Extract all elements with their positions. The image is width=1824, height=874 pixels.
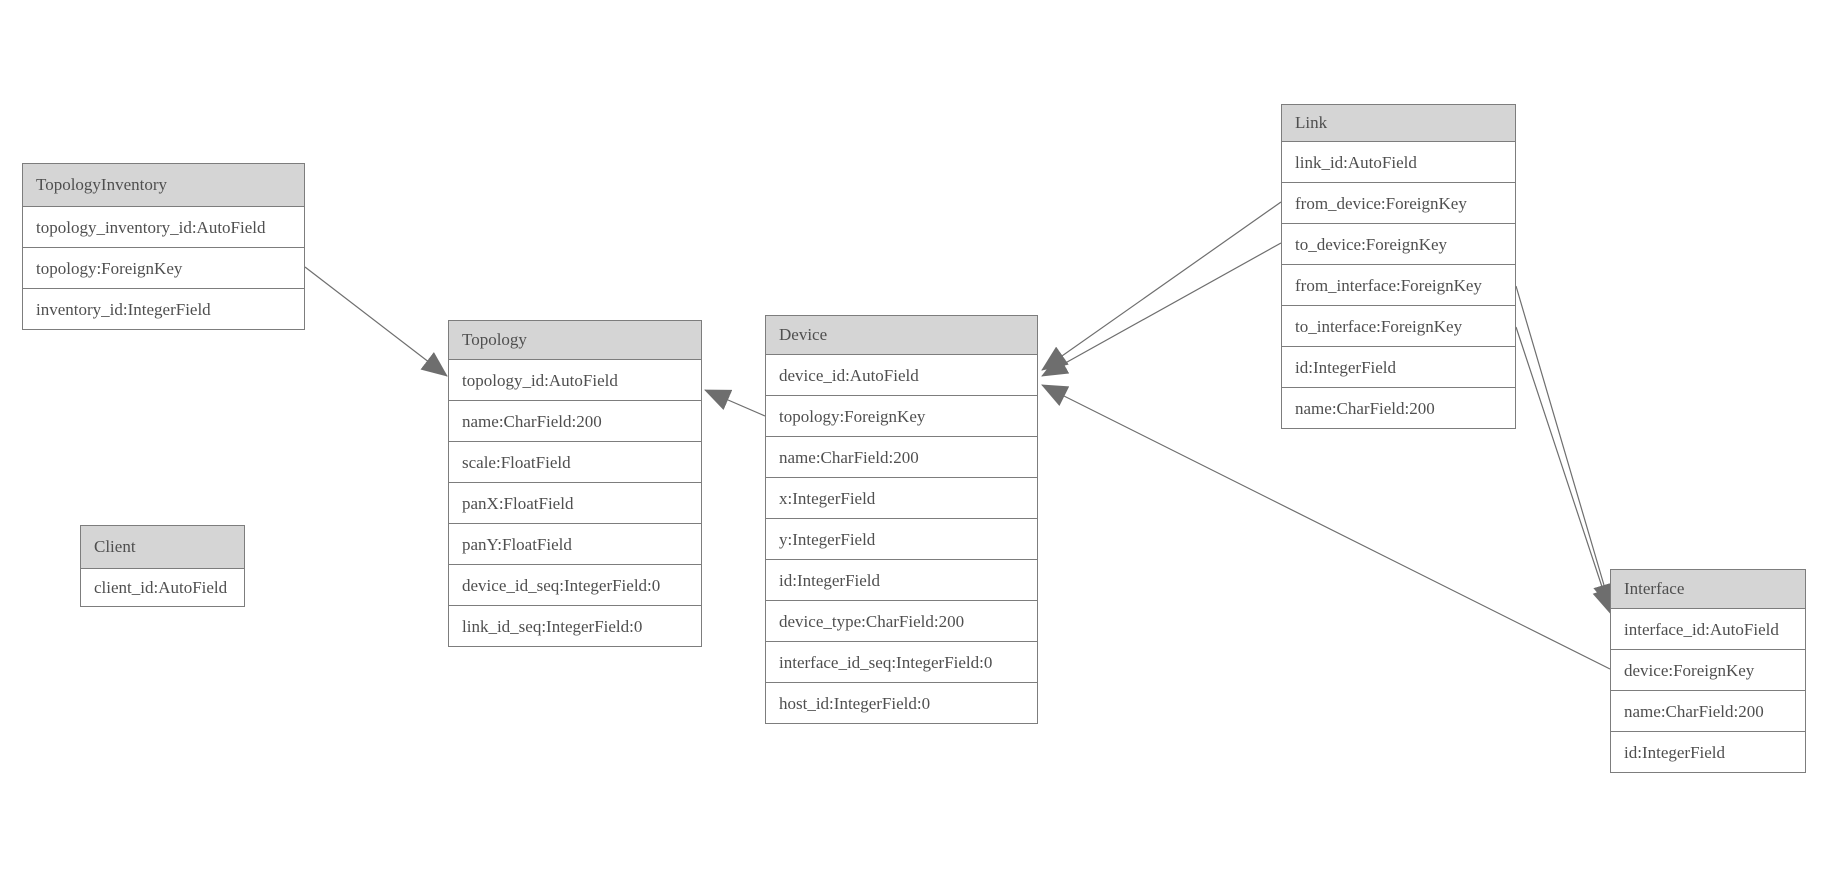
field-row-topologyinventory-inventory_id: inventory_id:IntegerField: [23, 288, 304, 329]
field-row-interface-name: name:CharField:200: [1611, 690, 1805, 731]
field-row-link-name: name:CharField:200: [1282, 387, 1515, 428]
relationship-edge-Link.from_interface-to-Interface.interface_id: [1515, 285, 1615, 610]
field-row-interface-id: id:IntegerField: [1611, 731, 1805, 772]
entity-title-client: Client: [81, 526, 244, 568]
field-row-topology-link_id_seq: link_id_seq:IntegerField:0: [449, 605, 701, 646]
entity-title-device: Device: [766, 316, 1037, 354]
relationship-edge-Link.to_interface-to-Interface.interface_id: [1515, 326, 1614, 615]
field-row-topologyinventory-topology: topology:ForeignKey: [23, 247, 304, 288]
field-row-topology-name: name:CharField:200: [449, 400, 701, 441]
field-row-device-device_type: device_type:CharField:200: [766, 600, 1037, 641]
relationship-edge-Device.topology-to-Topology.topology_id: [704, 389, 766, 417]
relationship-edge-Interface.device-to-Device.device_id: [1041, 384, 1611, 670]
field-row-link-link_id: link_id:AutoField: [1282, 141, 1515, 182]
field-row-device-device_id: device_id:AutoField: [766, 354, 1037, 395]
field-row-link-to_interface: to_interface:ForeignKey: [1282, 305, 1515, 346]
field-row-interface-interface_id: interface_id:AutoField: [1611, 608, 1805, 649]
entity-title-topologyinventory: TopologyInventory: [23, 164, 304, 206]
field-row-device-host_id: host_id:IntegerField:0: [766, 682, 1037, 723]
entity-title-topology: Topology: [449, 321, 701, 359]
field-row-topology-scale: scale:FloatField: [449, 441, 701, 482]
field-row-topology-panX: panX:FloatField: [449, 482, 701, 523]
entity-title-link: Link: [1282, 105, 1515, 141]
relationship-edge-Link.to_device-to-Device.device_id: [1041, 242, 1282, 377]
field-row-link-id: id:IntegerField: [1282, 346, 1515, 387]
field-row-device-interface_id_seq: interface_id_seq:IntegerField:0: [766, 641, 1037, 682]
field-row-client-client_id: client_id:AutoField: [81, 568, 244, 606]
field-row-device-name: name:CharField:200: [766, 436, 1037, 477]
field-row-topology-topology_id: topology_id:AutoField: [449, 359, 701, 400]
field-row-device-topology: topology:ForeignKey: [766, 395, 1037, 436]
relationship-edge-TopologyInventory.topology-to-Topology.topology_id: [304, 266, 448, 377]
field-row-device-id: id:IntegerField: [766, 559, 1037, 600]
field-row-device-x: x:IntegerField: [766, 477, 1037, 518]
field-row-link-from_device: from_device:ForeignKey: [1282, 182, 1515, 223]
field-row-interface-device: device:ForeignKey: [1611, 649, 1805, 690]
entity-title-interface: Interface: [1611, 570, 1805, 608]
field-row-device-y: y:IntegerField: [766, 518, 1037, 559]
relationship-edge-Link.from_device-to-Device.device_id: [1041, 201, 1282, 371]
field-row-topology-panY: panY:FloatField: [449, 523, 701, 564]
field-row-link-to_device: to_device:ForeignKey: [1282, 223, 1515, 264]
field-row-link-from_interface: from_interface:ForeignKey: [1282, 264, 1515, 305]
field-row-topology-device_id_seq: device_id_seq:IntegerField:0: [449, 564, 701, 605]
field-row-topologyinventory-topology_inventory_id: topology_inventory_id:AutoField: [23, 206, 304, 247]
